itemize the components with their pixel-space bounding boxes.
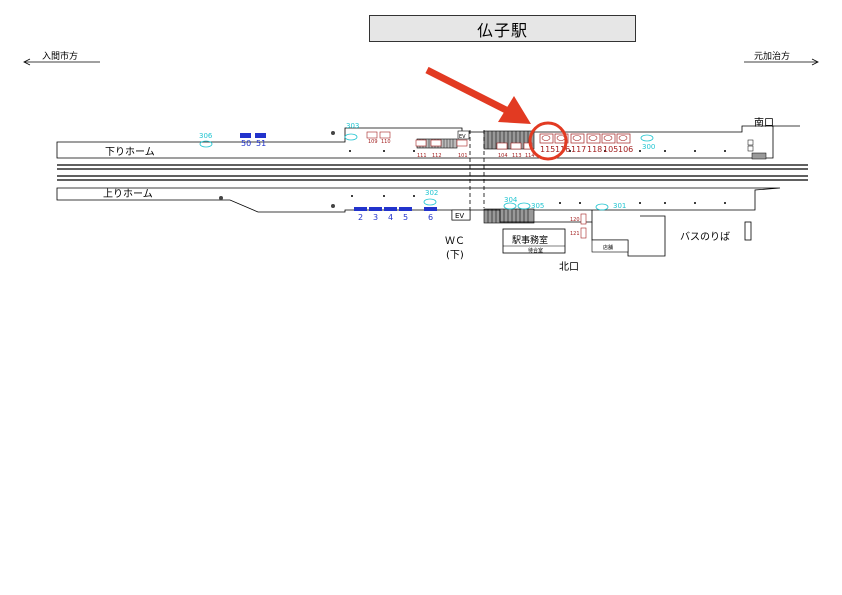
bus-stop-label: バスのりば [680,231,730,243]
car-label-3: 3 [373,213,378,222]
car-label-5: 5 [403,213,408,222]
right-direction-arrow [744,58,819,66]
red-label-110: 110 [381,139,391,145]
red-label-120: 120 [570,217,580,223]
ev-upper-box [457,130,470,140]
blue-car-markers-up [354,207,437,211]
railway-tracks [57,164,808,181]
pointer-arrow [425,66,531,124]
down-platform [56,125,774,159]
south-exit-stairs [751,152,767,160]
left-direction-arrow [23,58,100,66]
post-marker-up-2 [331,204,335,208]
bus-stop-marker [744,221,752,241]
post-marker-up-1 [219,196,223,200]
up-platform-label: 上りホーム [103,188,153,200]
stairs-lower-main [483,208,535,224]
blue-car-markers-down [240,133,266,138]
camera-label-300: 300 [642,143,655,151]
red-label-121: 121 [570,231,580,237]
ev-lower-box [451,209,471,221]
ev-upper-label: EV [459,134,466,140]
red-label-115: 115 [540,145,555,154]
red-big-boxes [539,133,631,144]
car-label-6: 6 [428,213,433,222]
wc-label: ＷＣ [445,236,465,247]
station-office-label: 駅事務室 [512,234,548,246]
ev-lower-label: EV [455,212,464,220]
station-office [502,228,566,254]
red-label-105: 105 [603,145,618,154]
red-label-109: 109 [368,139,378,145]
red-label-106: 106 [618,145,633,154]
red-label-113: 113 [512,153,522,159]
red-side-boxes [580,213,587,239]
car-label-51: 51 [256,139,266,148]
red-label-112: 112 [432,153,442,159]
south-exit-box-1 [747,139,754,146]
wc-sub-label: (下) [446,250,464,261]
overpass-dashed [469,130,485,208]
camera-label-303: 303 [346,122,359,130]
camera-markers [199,133,654,211]
station-title: 仏子駅 [369,15,636,42]
north-exit-label: 北口 [559,261,579,273]
down-platform-label: 下りホーム [105,146,155,158]
camera-label-301: 301 [613,202,626,210]
shop-label: 店舗 [603,244,613,251]
station-name: 仏子駅 [476,20,528,40]
camera-label-304: 304 [504,196,518,204]
red-small-boxes [366,131,533,150]
shop-box [591,239,629,253]
platform-dots [349,150,726,204]
camera-label-306: 306 [199,132,213,140]
red-label-114: 114 [525,153,535,159]
left-direction-label: 入間市方 [42,50,78,62]
red-label-101: 101 [458,153,468,159]
camera-label-302: 302 [425,189,438,197]
red-label-111: 111 [417,153,427,159]
south-exit-box-2 [747,145,754,152]
car-label-4: 4 [388,213,393,222]
red-label-117: 117 [571,145,586,154]
car-label-50: 50 [241,139,251,148]
right-direction-label: 元加治方 [754,50,790,62]
south-exit-label: 南口 [754,116,774,129]
highlight-circle [528,121,568,161]
car-label-2: 2 [358,213,363,222]
red-big-box-inner [541,135,628,141]
red-label-104: 104 [498,153,508,159]
post-marker-down [331,131,335,135]
red-label-118: 118 [587,145,602,154]
waiting-room-label: 待合室 [528,247,543,254]
camera-label-305: 305 [531,202,544,210]
up-platform [56,187,781,213]
